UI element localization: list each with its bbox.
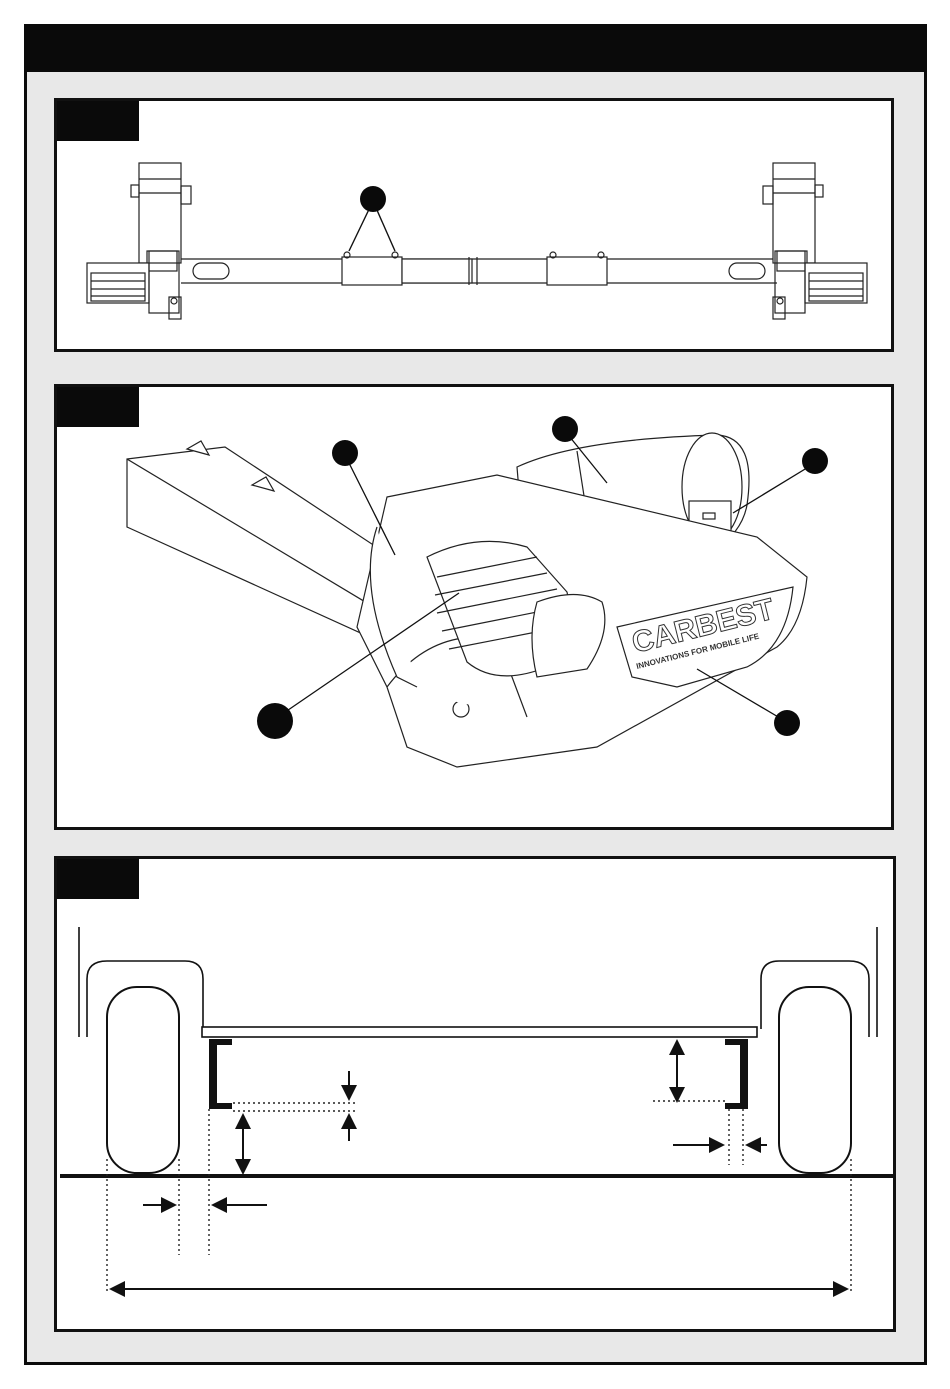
right-chassis-rail (725, 1039, 748, 1109)
right-wheel-arch (761, 961, 869, 1037)
left-chassis-rail (209, 1039, 232, 1109)
chassis-floor (202, 1027, 757, 1037)
mover-unit-perspective-drawing: CARBEST INNOVATIONS FOR MOBILE LIFE (57, 387, 897, 833)
panel-3 (54, 856, 896, 1332)
right-drive-unit (763, 163, 867, 319)
panel-2: CARBEST INNOVATIONS FOR MOBILE LIFE (54, 384, 894, 830)
clearance-diagram (57, 859, 899, 1335)
axle-beam (181, 252, 777, 285)
callout-dot-icon (257, 703, 293, 739)
callout-dot-icon (360, 186, 386, 212)
left-wheel (107, 987, 179, 1173)
callout-dot-icon (802, 448, 828, 474)
panel-1 (54, 98, 894, 352)
left-drive-unit (87, 163, 191, 319)
left-wheel-arch (87, 961, 203, 1037)
right-wheel (779, 987, 851, 1173)
callout-dot-icon (332, 440, 358, 466)
callout-dot-icon (774, 710, 800, 736)
callout-dot-icon (552, 416, 578, 442)
header-bar (24, 24, 927, 72)
axle-top-view-drawing (57, 101, 897, 355)
